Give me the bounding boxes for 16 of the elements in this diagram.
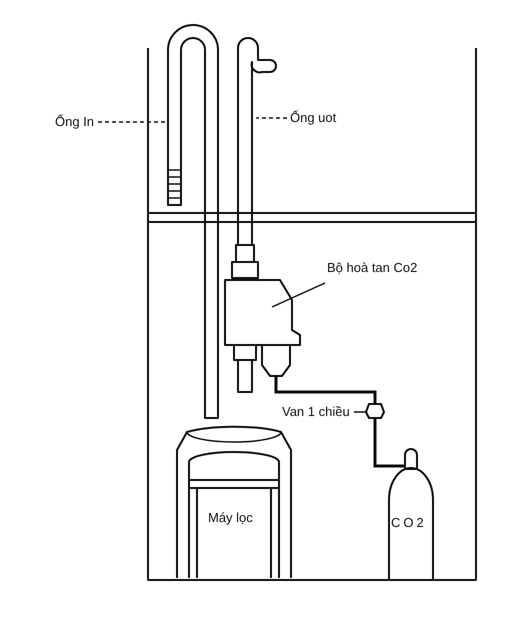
- leader-line: [256, 117, 287, 119]
- diffuser-drawing: [224, 244, 301, 393]
- valve-label: Van 1 chiều: [282, 404, 350, 420]
- pipe-label: Ống uot: [290, 110, 336, 126]
- leader-line: [354, 411, 367, 413]
- leader-line: [98, 121, 166, 123]
- cylinder-label: CO2: [391, 515, 427, 531]
- pipe-drawing: [237, 37, 277, 245]
- pipe-drawing: [167, 24, 219, 419]
- gas-tube: [374, 418, 405, 468]
- diffuser-label: Bộ hoà tan Co2: [327, 260, 418, 276]
- filter-label: Máy lọc: [208, 510, 253, 526]
- leader-line: [272, 282, 326, 308]
- gas-tube: [274, 377, 376, 404]
- pipe-label: Ống In: [55, 114, 94, 130]
- check-valve-drawing: [365, 403, 385, 419]
